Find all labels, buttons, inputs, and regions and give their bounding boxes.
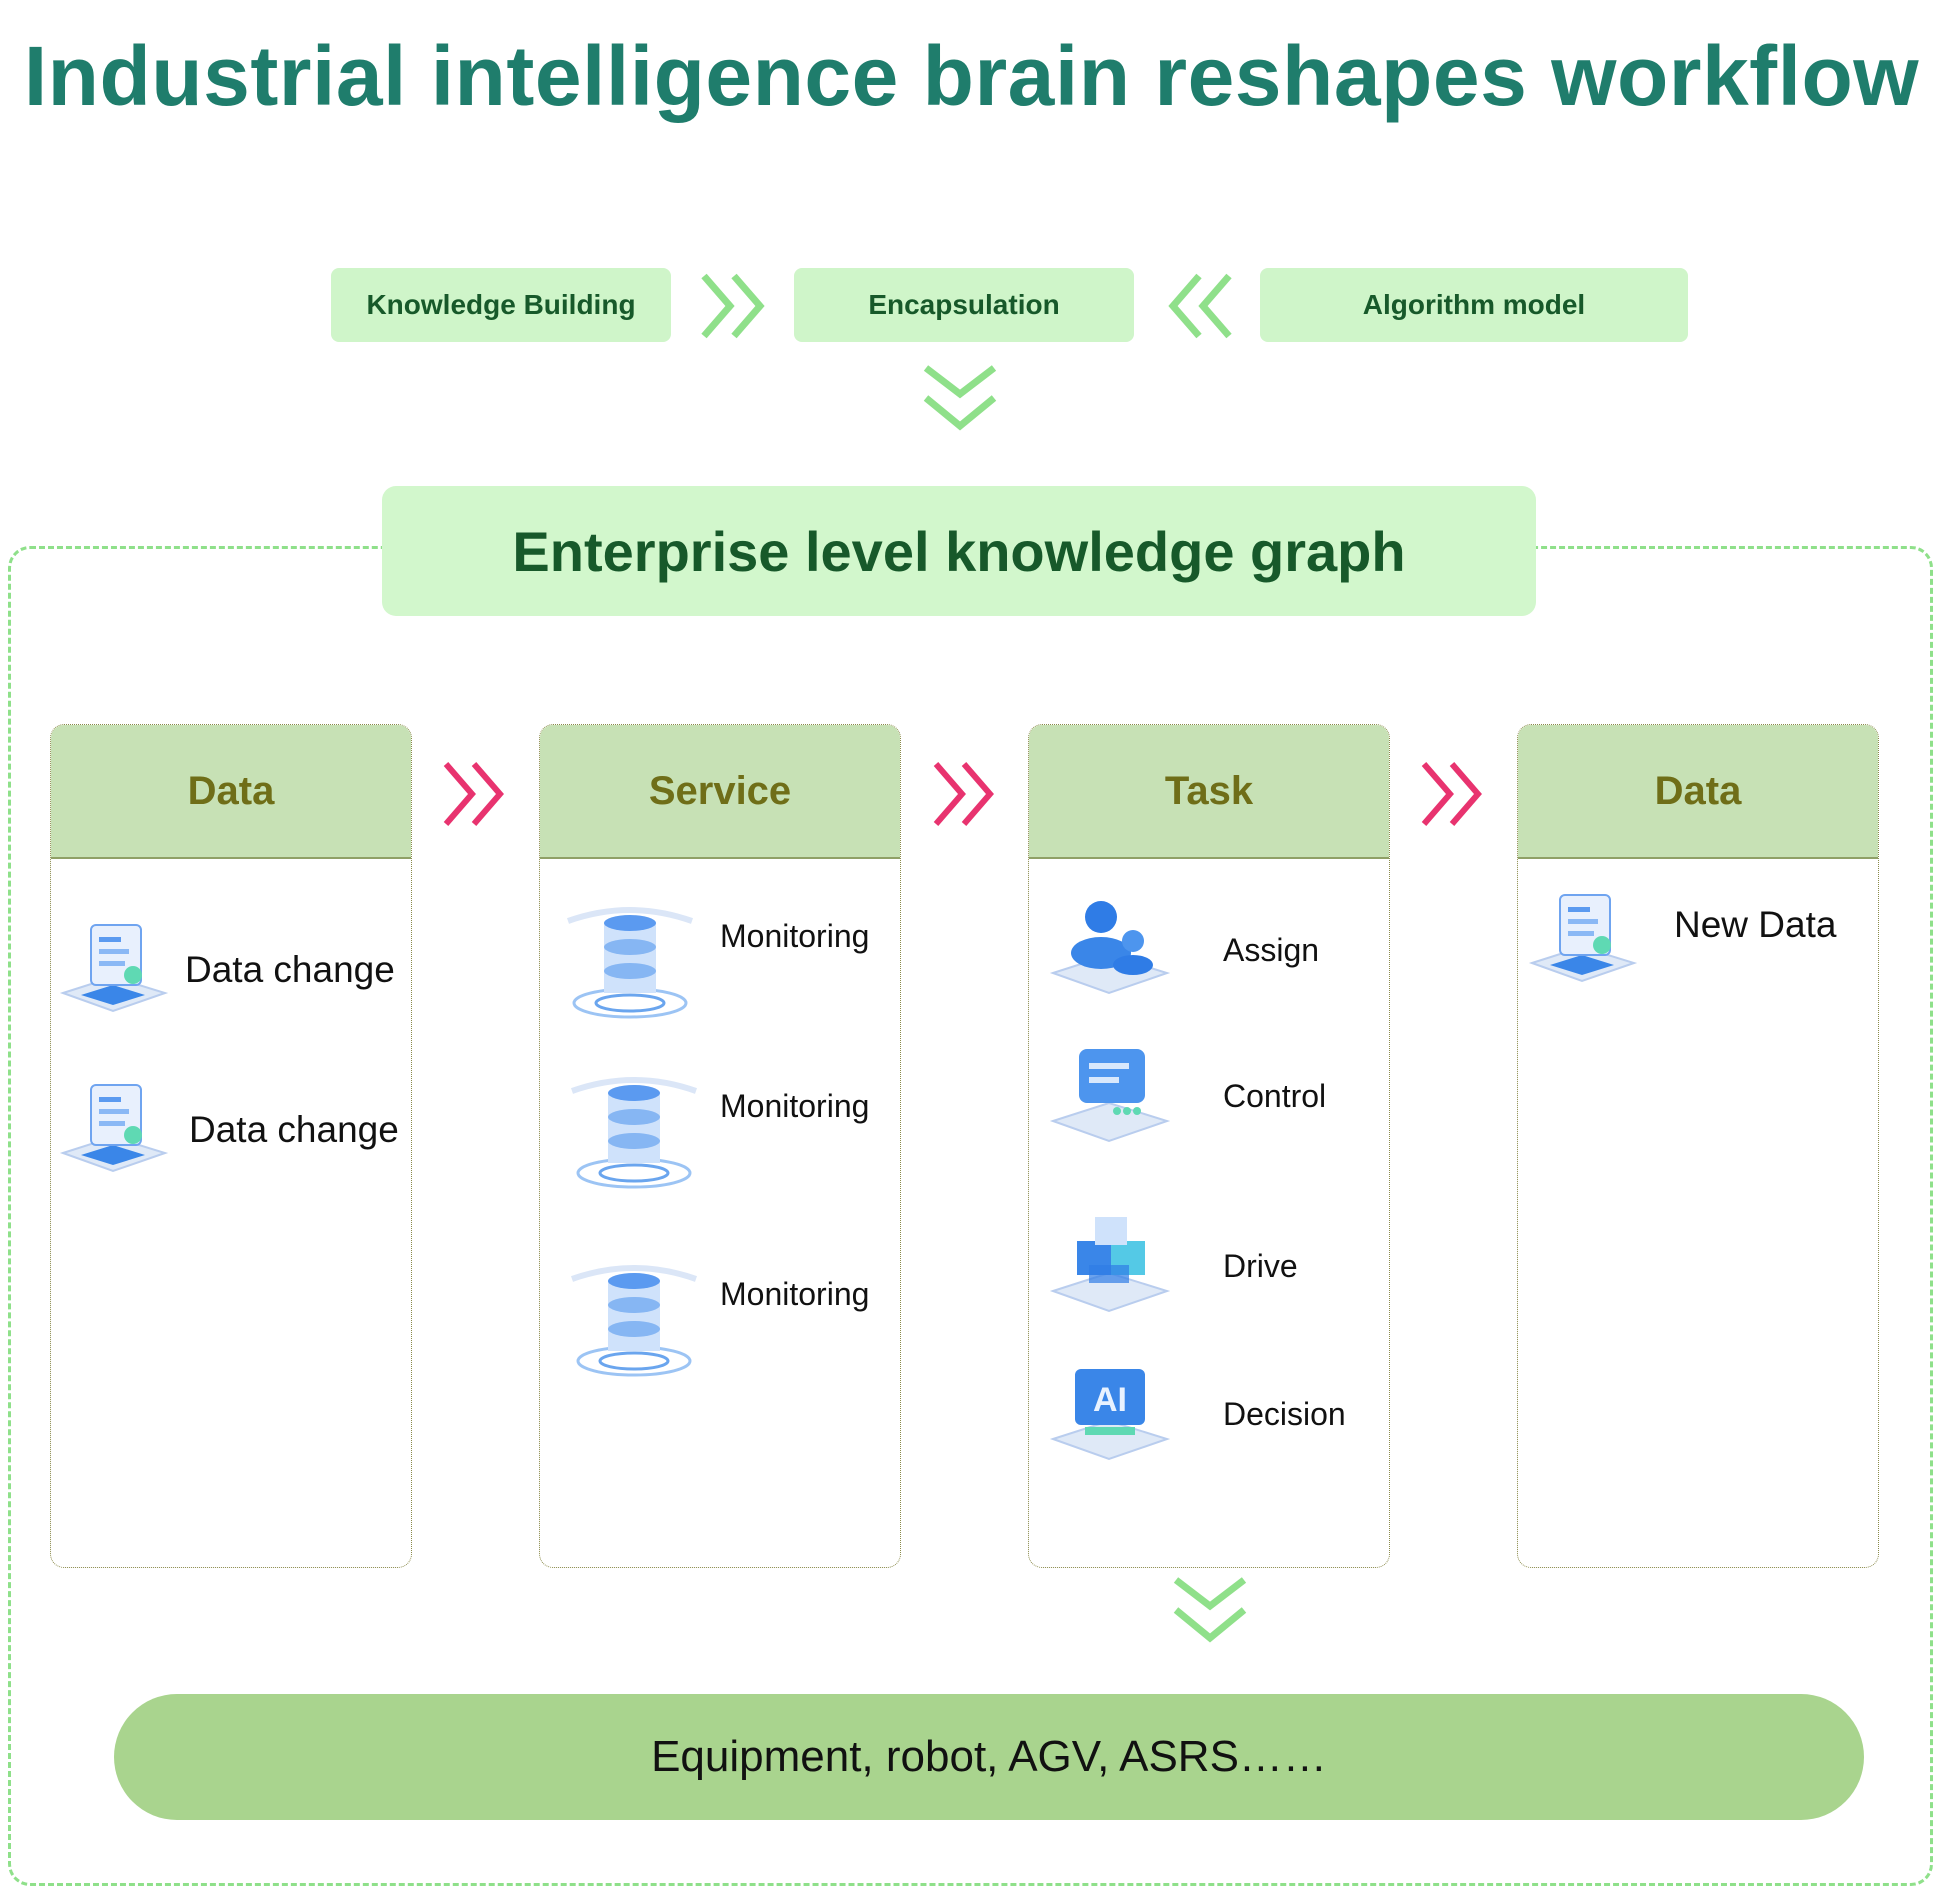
item-label: Decision: [1223, 1395, 1346, 1432]
cube-icon: [1049, 1217, 1171, 1313]
column-data-input: Data Data change Data change: [50, 724, 412, 1568]
item-label: Drive: [1223, 1247, 1298, 1284]
equipment-bar: Equipment, robot, AGV, ASRS……: [114, 1694, 1864, 1820]
column-header: Data: [51, 725, 411, 859]
column-task: Task Assign Control Drive: [1028, 724, 1390, 1568]
ai-chip-icon: AI: [1049, 1369, 1171, 1461]
list-item: Assign: [1045, 895, 1319, 1005]
list-item: New Data: [1522, 885, 1836, 995]
database-server-icon: [570, 1077, 698, 1189]
list-item: Data change: [53, 1075, 399, 1185]
list-item: Data change: [53, 915, 395, 1025]
list-item: Control: [1045, 1041, 1326, 1151]
list-item: Monitoring: [564, 1063, 869, 1193]
list-item: Drive: [1045, 1211, 1298, 1321]
item-label: Monitoring: [720, 917, 870, 954]
algorithm-model-box: Algorithm model: [1260, 268, 1688, 342]
list-item: Monitoring: [564, 1251, 869, 1381]
data-document-icon: [59, 1084, 169, 1173]
database-server-icon: [566, 907, 694, 1019]
item-label: New Data: [1674, 904, 1837, 945]
item-label: Assign: [1223, 931, 1320, 968]
chevron-down-double-icon: [923, 365, 997, 431]
item-label: Data change: [185, 949, 395, 990]
item-label: Data change: [189, 1109, 399, 1150]
svg-text:AI: AI: [1093, 1381, 1127, 1419]
chevron-down-double-icon: [1173, 1577, 1247, 1643]
list-item: Monitoring: [560, 893, 869, 1023]
chevron-right-double-icon: [443, 762, 504, 826]
knowledge-building-box: Knowledge Building: [331, 268, 671, 342]
user-group-icon: [1049, 901, 1171, 995]
chevron-right-double-icon: [701, 273, 765, 339]
data-document-icon: [59, 924, 169, 1013]
column-data-output: Data New Data: [1517, 724, 1879, 1568]
column-service: Service Monitoring Monitoring: [539, 724, 901, 1568]
chevron-left-double-icon: [1168, 273, 1232, 339]
message-screen-icon: [1049, 1049, 1171, 1143]
data-document-icon: [1528, 894, 1638, 983]
chevron-right-double-icon: [933, 762, 994, 826]
database-server-icon: [570, 1265, 698, 1377]
item-label: Control: [1223, 1077, 1327, 1114]
column-header: Data: [1518, 725, 1878, 859]
page-title: Industrial intelligence brain reshapes w…: [23, 29, 1920, 123]
item-label: Monitoring: [720, 1275, 870, 1312]
knowledge-graph-box: Enterprise level knowledge graph: [382, 486, 1536, 616]
column-header: Task: [1029, 725, 1389, 859]
item-label: Monitoring: [720, 1087, 870, 1124]
encapsulation-box: Encapsulation: [794, 268, 1134, 342]
chevron-right-double-icon: [1421, 762, 1482, 826]
column-header: Service: [540, 725, 900, 859]
list-item: AI Decision: [1045, 1359, 1346, 1469]
